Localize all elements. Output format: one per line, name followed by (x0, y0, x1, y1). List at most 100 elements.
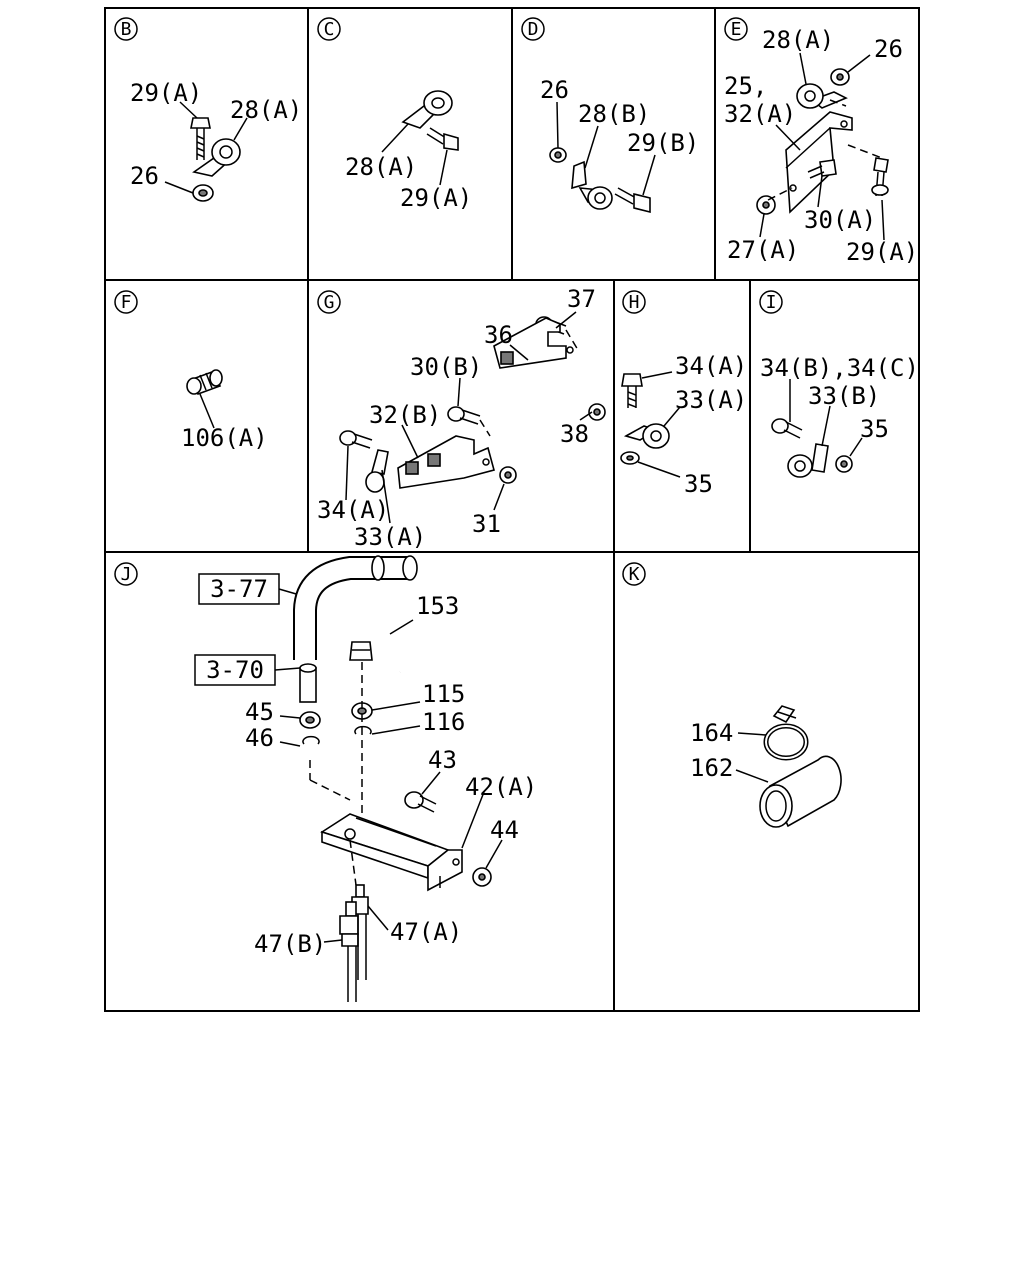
leader-26 (556, 101, 559, 149)
leader-31 (493, 483, 505, 511)
leader-27a (759, 213, 765, 238)
leader-35 (849, 437, 863, 457)
hose-drawing (293, 555, 418, 660)
washer-116-drawing (354, 725, 372, 735)
callout-34a: 34(A) (675, 352, 747, 380)
leader-26 (847, 54, 871, 73)
panel-b-letter: B (114, 17, 138, 41)
callout-164: 164 (690, 719, 733, 747)
panel-k: K 164 162 (622, 562, 842, 828)
panel-g: G (317, 285, 606, 551)
bolt-29b-drawing (614, 187, 651, 214)
clip-33b-drawing (787, 443, 829, 478)
bracket-36-drawing (493, 317, 574, 369)
bracket-32b-drawing (397, 435, 495, 489)
washer-35-drawing (620, 451, 640, 465)
callout-30b: 30(B) (410, 353, 482, 381)
leader-3-70 (274, 667, 301, 671)
panel-grid (104, 7, 920, 1012)
callout-33a: 33(A) (675, 386, 747, 414)
ref-box-3-77: 3-77 (198, 573, 280, 605)
clamp-164-drawing (763, 705, 809, 761)
callout-42a: 42(A) (465, 773, 537, 801)
leader-115 (371, 701, 421, 711)
callout-30a: 30(A) (804, 206, 876, 234)
panel-d-letter: D (521, 17, 545, 41)
nut-26-drawing (830, 68, 850, 86)
callout-35: 35 (860, 415, 889, 443)
ref-box-3-70: 3-70 (194, 654, 276, 686)
axis-bolt-29a (847, 144, 883, 159)
callout-28a: 28(A) (762, 26, 834, 54)
nut-26-drawing (549, 147, 567, 163)
leader-30b (457, 377, 461, 407)
callout-116: 116 (422, 708, 465, 736)
fitting-106a-drawing (186, 369, 223, 395)
leader-28a (381, 123, 409, 153)
callout-35: 35 (684, 470, 713, 498)
callout-43: 43 (428, 746, 457, 774)
leader-47b (323, 939, 343, 943)
callout-26: 26 (874, 35, 903, 63)
callout-162: 162 (690, 754, 733, 782)
leader-106a (199, 393, 215, 429)
callout-34b-34c: 34(B),34(C) (760, 354, 919, 382)
svg-text:I: I (766, 292, 777, 313)
leader-164 (737, 732, 767, 736)
callout-32a: 32(A) (724, 100, 796, 128)
leader-33a (381, 469, 391, 524)
callout-36: 36 (484, 321, 513, 349)
leader-47a (367, 905, 389, 931)
panel-h-letter: H (622, 290, 646, 314)
leader-34a (345, 445, 349, 501)
leader-26 (164, 181, 194, 194)
leader-36 (509, 344, 529, 361)
callout-28a: 28(A) (230, 96, 302, 124)
clip-28a-drawing (796, 83, 848, 109)
leader-33a (663, 406, 681, 427)
bracket-25-32a-drawing (785, 111, 853, 214)
callout-34a: 34(A) (317, 496, 389, 524)
leader-44 (485, 839, 503, 869)
callout-47a: 47(A) (390, 918, 462, 946)
leader-29b (642, 154, 656, 196)
axis-left-2 (309, 779, 351, 801)
panel-j-letter: J (114, 562, 138, 586)
callout-115: 115 (422, 680, 465, 708)
svg-text:H: H (629, 292, 640, 313)
leader-32b (401, 424, 419, 459)
bolt-29a-drawing (871, 157, 889, 197)
leader-29a (439, 149, 448, 186)
leader-43 (421, 771, 441, 795)
leader-33b (821, 405, 831, 447)
leader-42a (461, 791, 485, 849)
bolt-29a-drawing (426, 127, 459, 151)
bolt-30a-drawing (807, 159, 837, 179)
nut-27a-drawing (756, 195, 776, 215)
leader-29a (179, 101, 198, 119)
callout-46: 46 (245, 724, 274, 752)
svg-text:G: G (324, 292, 335, 313)
leader-29a (881, 199, 885, 241)
leader-34a (641, 371, 673, 379)
leader-45 (279, 715, 301, 719)
panel-c-letter: C (317, 17, 341, 41)
callout-29b: 29(B) (627, 129, 699, 157)
panel-k-letter: K (622, 562, 646, 586)
callout-28a: 28(A) (345, 153, 417, 181)
callout-26: 26 (130, 162, 159, 190)
panel-b: B 29(A) 28(A) 26 (114, 17, 302, 202)
leader-46 (279, 741, 301, 747)
svg-text:F: F (121, 292, 132, 313)
panel-i-letter: I (759, 290, 783, 314)
callout-45: 45 (245, 698, 274, 726)
callout-106a: 106(A) (181, 424, 268, 452)
leader-153 (389, 619, 414, 635)
nut-26-drawing (192, 184, 214, 202)
callout-37: 37 (567, 285, 596, 313)
panel-j: J 3-77 3-70 (114, 555, 537, 1002)
leader-35 (637, 461, 681, 478)
axis-bolt-30b (479, 419, 491, 437)
svg-text:B: B (121, 19, 132, 40)
callout-26: 26 (540, 76, 569, 104)
